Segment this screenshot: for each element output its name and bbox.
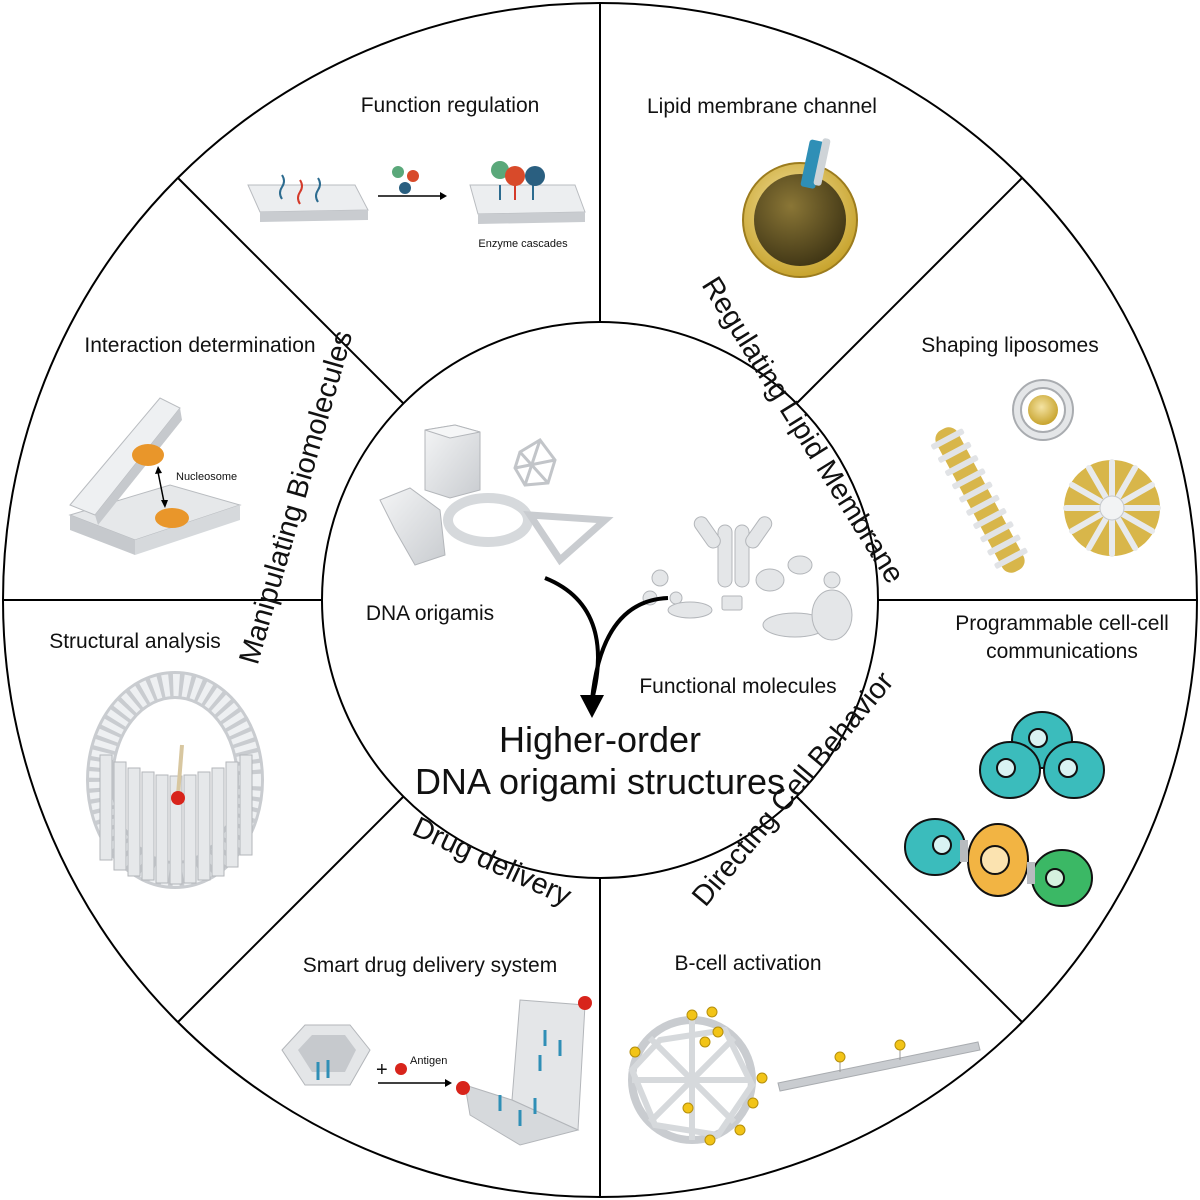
- label-enzyme-cascades: Enzyme cascades: [478, 238, 568, 250]
- function-regulation-illustration: Enzyme cascades: [247, 161, 586, 250]
- divider-upper-right: [796, 177, 1023, 404]
- label-dna-origamis: DNA origamis: [366, 602, 494, 625]
- divider-lower-right: [796, 796, 1023, 1023]
- label-functional-molecules: Functional molecules: [639, 675, 836, 698]
- label-cellcell-line1: Programmable cell-cell: [955, 612, 1169, 635]
- cellcell-illustration: [904, 711, 1105, 907]
- interaction-illustration: Nucleosome: [68, 397, 242, 555]
- label-shaping-liposomes: Shaping liposomes: [921, 334, 1098, 357]
- label-nucleosome: Nucleosome: [176, 471, 237, 483]
- structural-analysis-illustration: [86, 671, 264, 889]
- bcell-illustration: [628, 1006, 981, 1146]
- center-title-line2: DNA origami structures: [415, 761, 785, 802]
- lipid-channel-illustration: [742, 138, 858, 278]
- label-smart-drug: Smart drug delivery system: [303, 954, 557, 977]
- shaping-liposomes-illustration: [931, 379, 1161, 573]
- label-structural-analysis: Structural analysis: [49, 630, 221, 653]
- center-arrow: [544, 576, 669, 718]
- divider-upper-left: [177, 177, 404, 404]
- smart-drug-illustration: + Antigen: [281, 996, 592, 1146]
- center-title-line1: Higher-order: [499, 719, 701, 760]
- label-antigen: Antigen: [410, 1055, 447, 1067]
- label-interaction: Interaction determination: [84, 334, 315, 357]
- label-function-regulation: Function regulation: [361, 94, 540, 117]
- center-origami-shapes: [379, 424, 853, 641]
- label-lipid-channel: Lipid membrane channel: [647, 95, 877, 118]
- plus-sign: +: [376, 1059, 388, 1081]
- label-bcell: B-cell activation: [674, 952, 821, 975]
- label-cellcell-line2: communications: [986, 640, 1138, 663]
- divider-lower-left: [177, 796, 404, 1023]
